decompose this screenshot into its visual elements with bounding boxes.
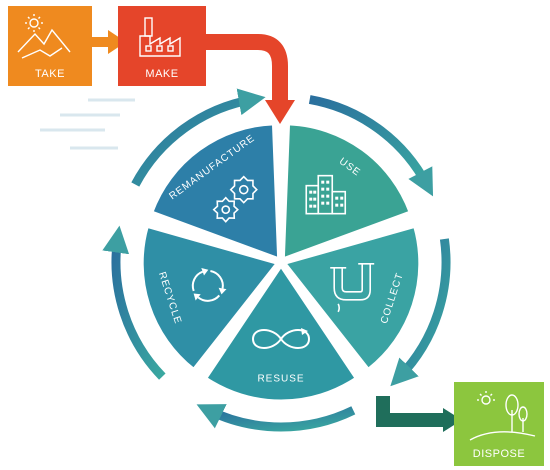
factory-icon bbox=[139, 17, 181, 57]
take-to-make-arrow bbox=[92, 30, 126, 54]
wheel-to-dispose-arrow bbox=[376, 396, 462, 432]
make-label: MAKE bbox=[145, 68, 178, 80]
trees-sun-icon bbox=[469, 391, 536, 441]
infinity-icon bbox=[251, 328, 311, 349]
wheel-segment-use: USE bbox=[281, 122, 412, 261]
wheel-segment-collect: COLLECT bbox=[282, 224, 422, 372]
buildings-icon bbox=[305, 174, 347, 215]
ring-arrow bbox=[131, 88, 266, 187]
make-to-wheel-arrow bbox=[205, 34, 288, 102]
ring-arrow bbox=[102, 225, 166, 380]
take-box: TAKE bbox=[8, 6, 92, 86]
dispose-box: DISPOSE bbox=[454, 382, 544, 466]
wheel-segment-recycle: RECYCLE bbox=[140, 224, 280, 372]
mountain-sun-icon bbox=[17, 14, 71, 59]
take-label: TAKE bbox=[35, 68, 65, 80]
ring-arrow bbox=[196, 404, 356, 432]
wheel-segment-remanufacture: REMANUFACTURE bbox=[150, 122, 281, 261]
recycle-icon bbox=[191, 267, 227, 302]
ring-arrow bbox=[390, 238, 451, 387]
wheel-segment-resuse: RESUSE bbox=[203, 263, 359, 403]
gears-icon bbox=[212, 175, 258, 223]
pipe-icon bbox=[330, 263, 375, 313]
make-to-wheel-arrowhead bbox=[265, 100, 295, 124]
make-box: MAKE bbox=[118, 6, 206, 86]
wheel-segment-label: RESUSE bbox=[257, 374, 304, 385]
ring-arrow bbox=[308, 95, 434, 197]
faint-background-lines bbox=[40, 98, 135, 150]
dispose-label: DISPOSE bbox=[473, 448, 525, 460]
cycle-arrow-ring bbox=[102, 88, 451, 432]
